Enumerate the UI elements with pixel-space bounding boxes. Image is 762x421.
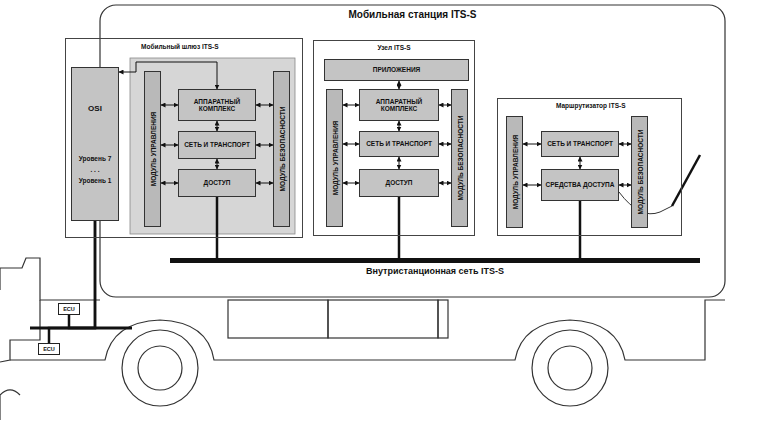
label-text: МОДУЛЬ БЕЗОПАСНОСТИ bbox=[456, 116, 463, 201]
network-link bbox=[398, 197, 401, 258]
antenna bbox=[672, 155, 700, 206]
label-text: . . . bbox=[90, 166, 99, 173]
interface-arrow bbox=[343, 144, 359, 145]
network-link bbox=[216, 197, 219, 258]
interface-arrow bbox=[217, 159, 218, 169]
layer-box: АППАРАТНЫЙ КОМПЛЕКС bbox=[178, 89, 256, 121]
interface-arrow bbox=[523, 144, 541, 145]
interface-arrow bbox=[399, 121, 400, 131]
ecu-box: ECU bbox=[58, 303, 80, 315]
label-text: Уровень 1 bbox=[79, 177, 112, 184]
network-link bbox=[49, 221, 95, 343]
interface-arrow bbox=[161, 145, 178, 146]
label-text: СРЕДСТВА ДОСТУПА bbox=[546, 181, 615, 188]
layer-box: СЕТЬ И ТРАНСПОРТ bbox=[359, 131, 439, 157]
bus-bar bbox=[170, 258, 700, 263]
layer-box: ДОСТУП bbox=[359, 169, 439, 197]
interface-arrow bbox=[119, 62, 217, 89]
network-bus: Внутристанционная сеть ITS-S bbox=[170, 258, 700, 280]
label-text: ECU bbox=[43, 346, 55, 352]
label-text: СЕТЬ И ТРАНСПОРТ bbox=[184, 141, 250, 148]
interface-arrow bbox=[580, 157, 581, 169]
interface-arrow bbox=[619, 185, 631, 186]
interface-arrow bbox=[256, 105, 273, 106]
label-text: МОДУЛЬ УПРАВЛЕНИЯ bbox=[511, 135, 518, 210]
module-bar: МОДУЛЬ БЕЗОПАСНОСТИ bbox=[273, 71, 290, 227]
label-text: ДОСТУП bbox=[204, 179, 231, 186]
interface-arrow bbox=[439, 183, 451, 184]
label-text: МОДУЛЬ УПРАВЛЕНИЯ bbox=[149, 112, 156, 187]
station-frame: Мобильная станция ITS-S Мобильный шлюз IT… bbox=[100, 5, 725, 297]
label-text: Маршрутизатор ITS-S bbox=[556, 102, 625, 109]
interface-arrow bbox=[161, 105, 178, 106]
interface-arrow bbox=[161, 183, 178, 184]
label-text: МОДУЛЬ БЕЗОПАСНОСТИ bbox=[278, 107, 285, 192]
interface-arrow bbox=[256, 183, 273, 184]
label-text: Уровень 7 bbox=[79, 155, 112, 162]
interface-arrow bbox=[217, 121, 218, 131]
interface-arrow bbox=[343, 183, 359, 184]
interface-arrow bbox=[619, 144, 631, 145]
label-text: OSI bbox=[88, 104, 102, 113]
interface-arrow bbox=[399, 157, 400, 169]
label-text: ДОСТУП bbox=[386, 179, 413, 186]
layer-box: ДОСТУП bbox=[178, 169, 256, 197]
layer-box: СЕТЬ И ТРАНСПОРТ bbox=[178, 131, 256, 159]
module-bar: МОДУЛЬ УПРАВЛЕНИЯ bbox=[506, 116, 523, 228]
layer-box: ПРИЛОЖЕНИЯ bbox=[324, 59, 469, 81]
interface-arrow bbox=[439, 144, 451, 145]
interface-arrow bbox=[439, 105, 451, 106]
module-bar: МОДУЛЬ БЕЗОПАСНОСТИ bbox=[451, 89, 468, 227]
module-bar: МОДУЛЬ БЕЗОПАСНОСТИ bbox=[631, 116, 648, 228]
label-text: СЕТЬ И ТРАНСПОРТ bbox=[547, 140, 613, 147]
module-bar: МОДУЛЬ УПРАВЛЕНИЯ bbox=[144, 71, 161, 227]
layer-box: АППАРАТНЫЙ КОМПЛЕКС bbox=[359, 89, 439, 121]
label-text: АППАРАТНЫЙ КОМПЛЕКС bbox=[182, 98, 252, 113]
label-text: СЕТЬ И ТРАНСПОРТ bbox=[366, 140, 432, 147]
osi-stack-box: OSI Уровень 7 . . . Уровень 1 bbox=[71, 67, 119, 221]
interface-arrow bbox=[399, 81, 400, 89]
subsystem-frame: Маршрутизатор ITS-S МОДУЛЬ УПРАВЛЕНИЯ СЕТЬ… bbox=[497, 98, 682, 236]
label-text: Внутристанционная сеть ITS-S bbox=[170, 266, 700, 276]
ecu-box: ECU bbox=[38, 343, 60, 355]
layer-box: СРЕДСТВА ДОСТУПА bbox=[541, 169, 619, 201]
label-text: МОДУЛЬ БЕЗОПАСНОСТИ bbox=[636, 130, 643, 215]
label-text: ECU bbox=[63, 306, 75, 312]
gateway-panel bbox=[130, 58, 295, 234]
label-text: Мобильная станция ITS-S bbox=[100, 9, 725, 20]
subsystem-frame: Мобильный шлюз ITS-S OSI Уровень 7 . . . Уро… bbox=[65, 38, 303, 238]
subsystem-frame: Узел ITS-S ПРИЛОЖЕНИЯ МОДУЛЬ УПРАВЛЕНИЯ АПП… bbox=[313, 40, 475, 236]
interface-arrow bbox=[523, 185, 541, 186]
station-outline bbox=[100, 5, 725, 297]
label-text: ПРИЛОЖЕНИЯ bbox=[373, 66, 420, 73]
label-text: Мобильный шлюз ITS-S bbox=[141, 43, 219, 50]
layer-box: СЕТЬ И ТРАНСПОРТ bbox=[541, 131, 619, 157]
module-bar: МОДУЛЬ УПРАВЛЕНИЯ bbox=[326, 89, 343, 227]
network-link bbox=[579, 201, 582, 258]
interface-arrow bbox=[256, 145, 273, 146]
label-text: МОДУЛЬ УПРАВЛЕНИЯ bbox=[331, 121, 338, 196]
label-text: АППАРАТНЫЙ КОМПЛЕКС bbox=[363, 98, 435, 113]
label-text: Узел ITS-S bbox=[314, 44, 474, 51]
interface-arrow bbox=[343, 105, 359, 106]
